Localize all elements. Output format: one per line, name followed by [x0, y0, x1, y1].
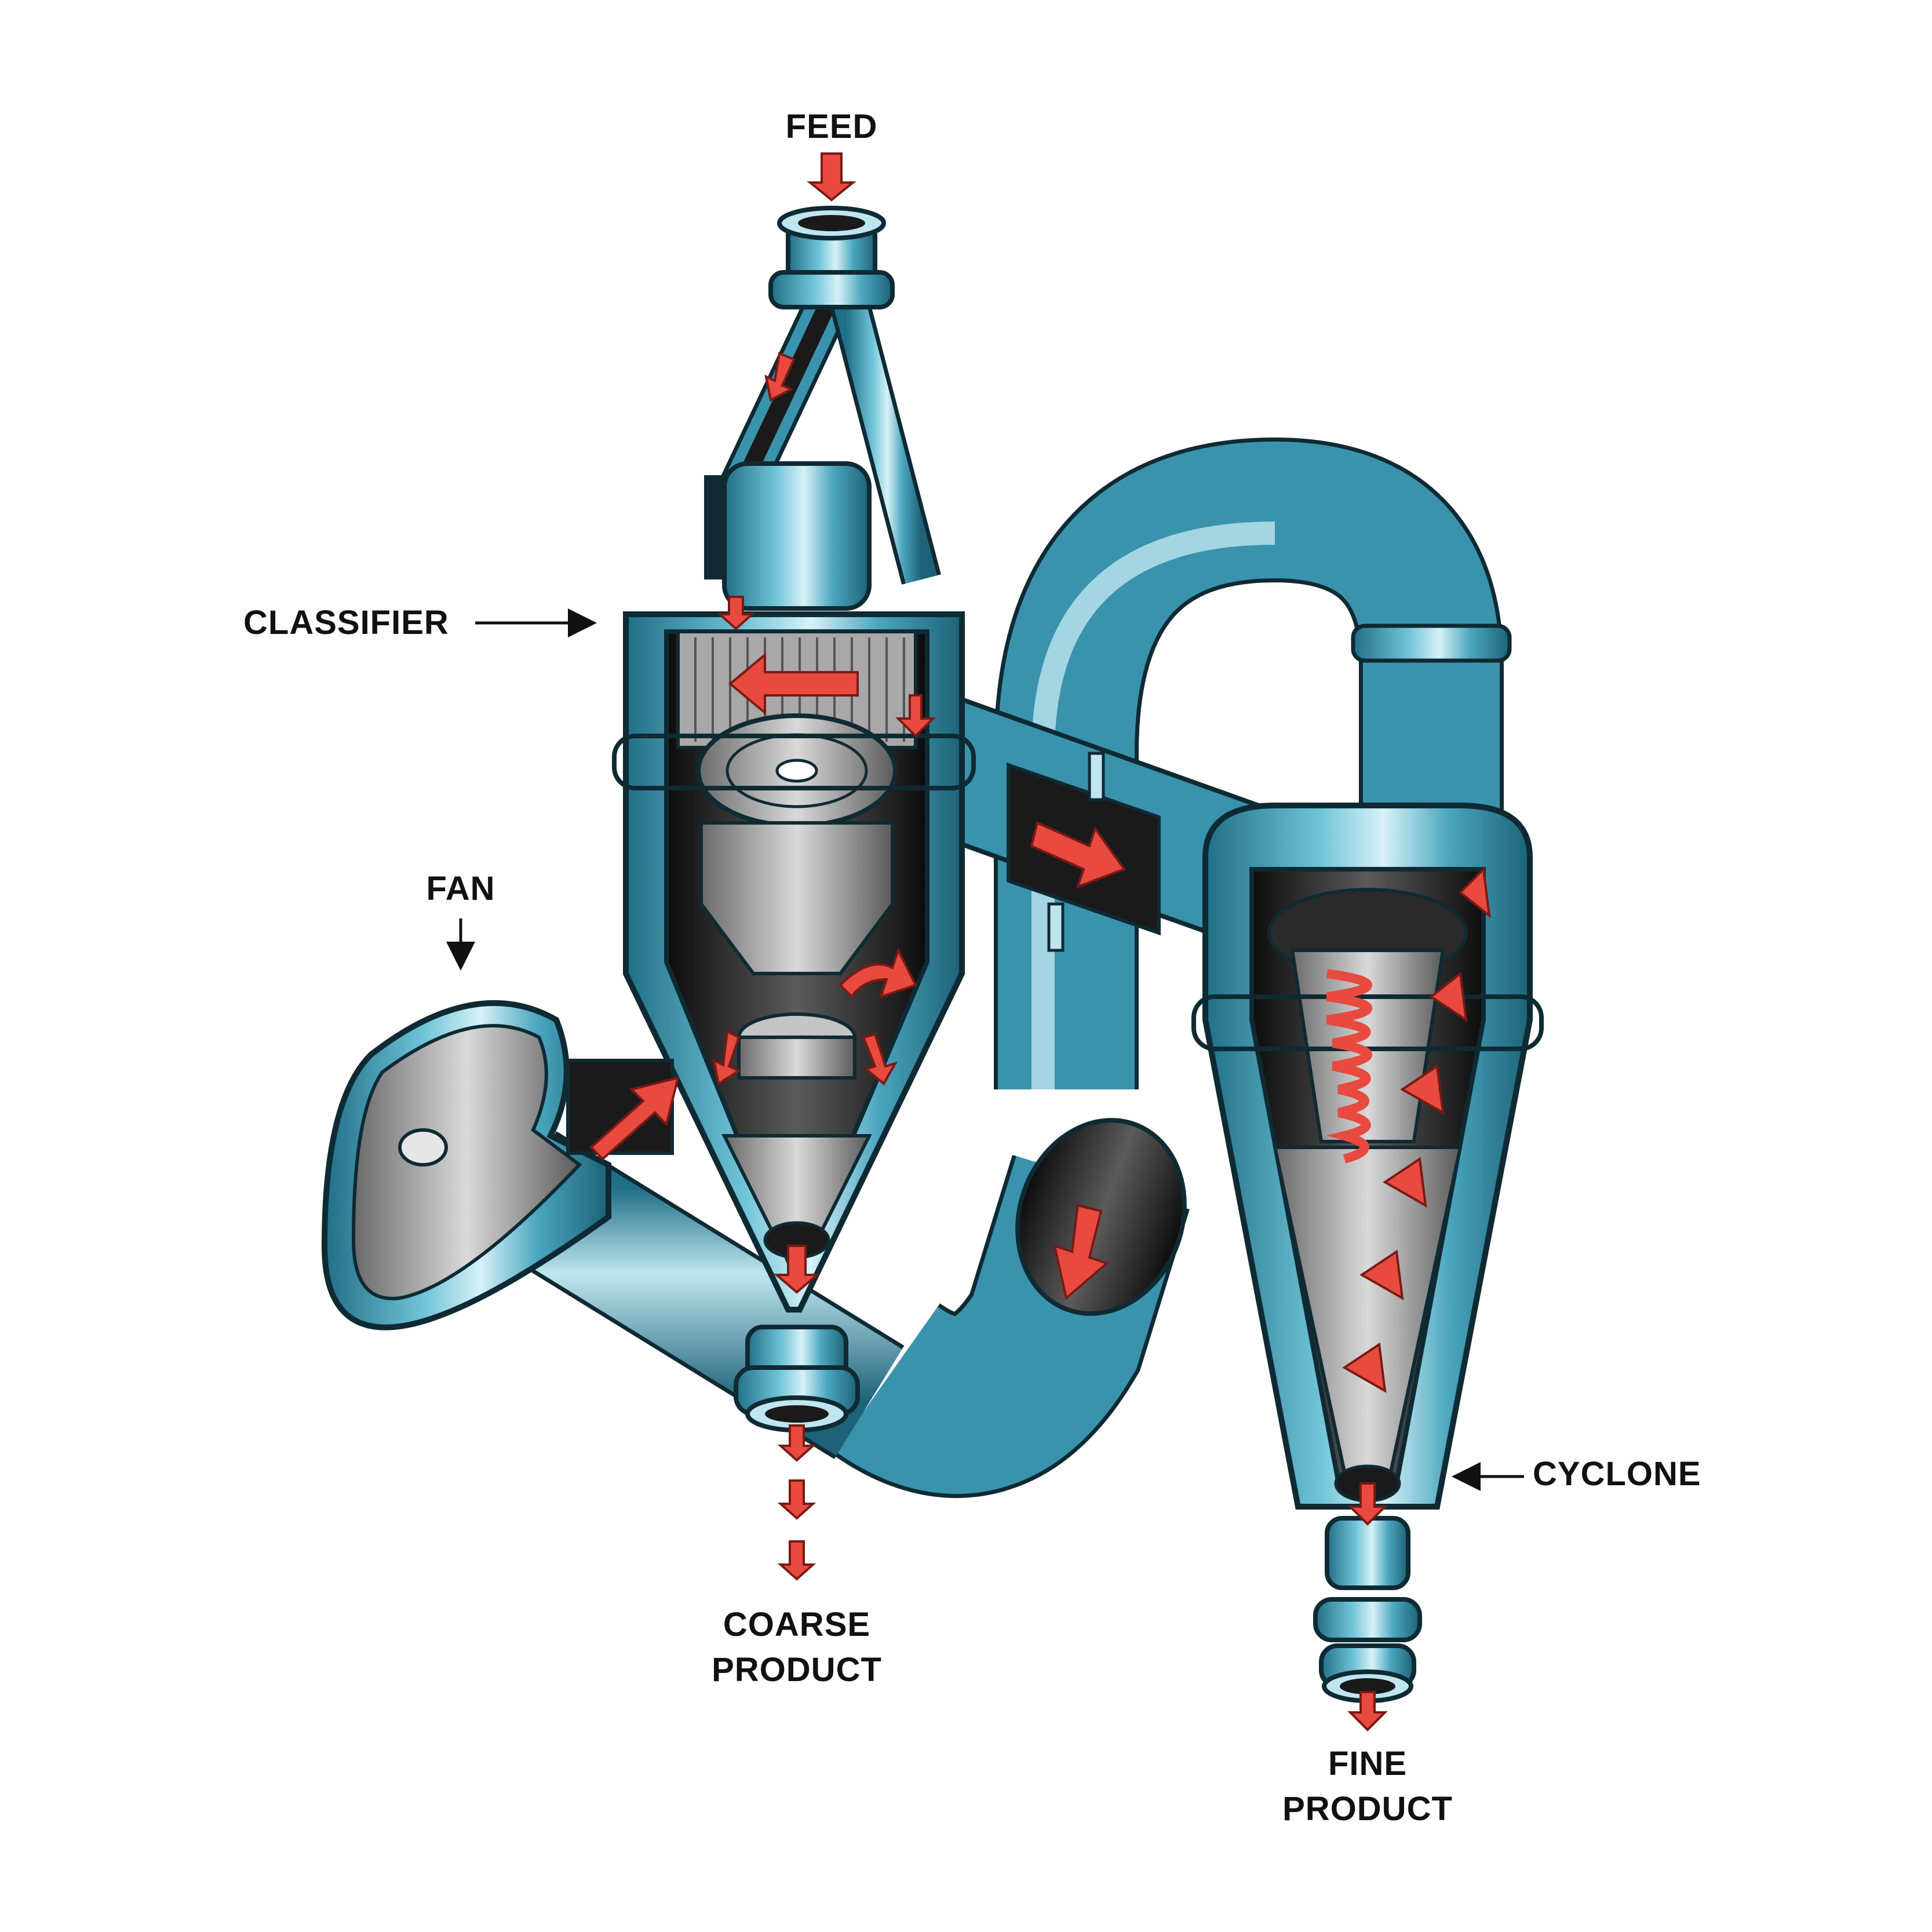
classifier-vessel: [612, 461, 976, 1432]
flow-arrows: [589, 152, 1491, 1731]
coarse-product-label: COARSE PRODUCT: [712, 1606, 882, 1689]
fan-label: FAN: [426, 870, 495, 907]
return-duct: [994, 437, 1512, 1089]
lower-bend-duct: [833, 1118, 1190, 1498]
cyclone-label: CYCLONE: [1533, 1455, 1701, 1493]
leader-arrows: [446, 608, 1524, 1491]
fine-product-label: FINE PRODUCT: [1282, 1745, 1453, 1828]
feed-label: FEED: [785, 108, 878, 145]
classifier-label: CLASSIFIER: [243, 604, 449, 641]
vortex-spiral: [1326, 969, 1372, 1164]
fan-housing: [321, 1000, 674, 1330]
cyclone-vessel: [1191, 803, 1544, 1703]
